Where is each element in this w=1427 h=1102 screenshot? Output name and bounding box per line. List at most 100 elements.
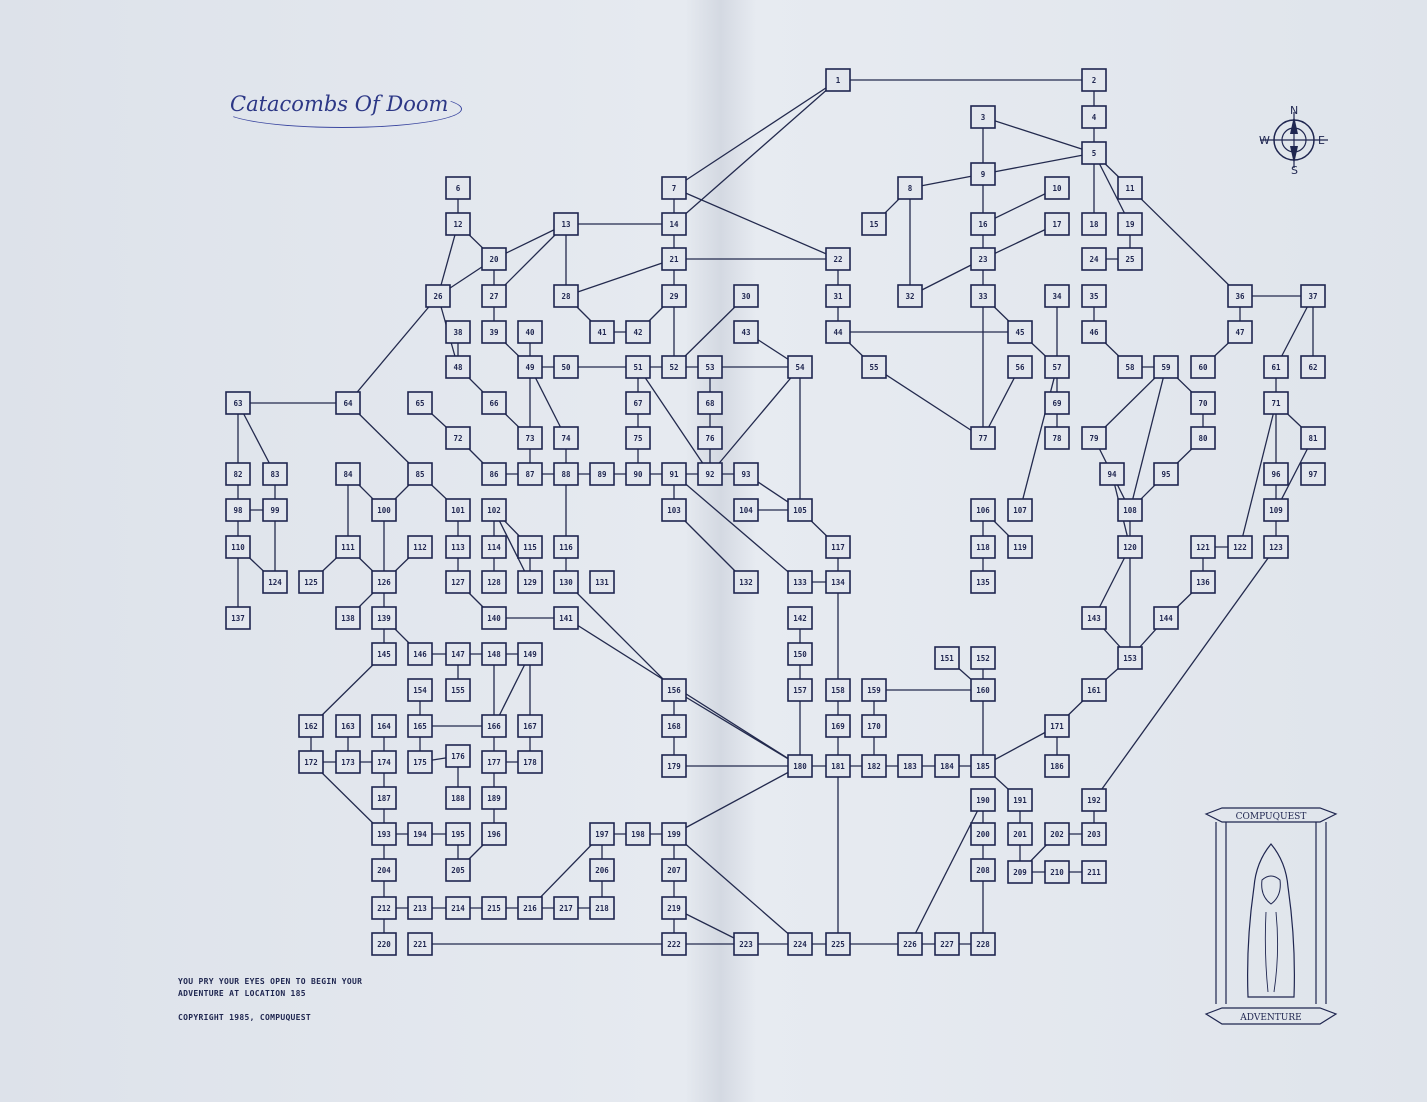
room-121: 121 (1190, 535, 1216, 559)
room-130: 130 (553, 570, 579, 594)
svg-text:74: 74 (561, 434, 571, 443)
svg-text:141: 141 (559, 614, 573, 623)
svg-text:153: 153 (1123, 654, 1137, 663)
room-70: 70 (1190, 391, 1216, 415)
passage-123-192 (1093, 546, 1277, 801)
room-95: 95 (1153, 462, 1179, 486)
svg-text:17: 17 (1052, 220, 1061, 229)
room-166: 166 (481, 714, 507, 738)
passage-13-27 (493, 223, 567, 297)
svg-text:179: 179 (667, 762, 681, 771)
svg-text:53: 53 (705, 363, 715, 372)
svg-text:60: 60 (1198, 363, 1208, 372)
room-89: 89 (589, 462, 615, 486)
svg-text:161: 161 (1087, 686, 1101, 695)
svg-text:66: 66 (489, 399, 499, 408)
passage-51-92 (637, 366, 711, 475)
svg-text:86: 86 (489, 470, 499, 479)
svg-text:97: 97 (1308, 470, 1317, 479)
svg-text:122: 122 (1233, 543, 1247, 552)
svg-text:50: 50 (561, 363, 571, 372)
svg-text:201: 201 (1013, 830, 1027, 839)
room-33: 33 (970, 284, 996, 308)
room-172: 172 (298, 750, 324, 774)
room-98: 98 (225, 498, 251, 522)
svg-text:52: 52 (669, 363, 678, 372)
room-204: 204 (371, 858, 397, 882)
passage-64-85 (347, 402, 421, 475)
passage-5-19 (1093, 152, 1131, 225)
svg-text:12: 12 (453, 220, 462, 229)
svg-text:64: 64 (343, 399, 353, 408)
room-41: 41 (589, 320, 615, 344)
copyright-text: COPYRIGHT 1985, COMPUQUEST (178, 1013, 312, 1022)
room-16: 16 (970, 212, 996, 236)
room-72: 72 (445, 426, 471, 450)
compass-rose-icon: N S E W (1259, 104, 1328, 176)
svg-text:220: 220 (377, 940, 391, 949)
room-208: 208 (970, 858, 996, 882)
room-68: 68 (697, 391, 723, 415)
room-126: 126 (371, 570, 397, 594)
room-63: 63 (225, 391, 251, 415)
room-30: 30 (733, 284, 759, 308)
room-200: 200 (970, 822, 996, 846)
svg-text:136: 136 (1196, 578, 1210, 587)
svg-text:189: 189 (487, 794, 501, 803)
room-220: 220 (371, 932, 397, 956)
intro-line-2: ADVENTURE AT LOCATION 185 (178, 989, 306, 998)
svg-text:132: 132 (739, 578, 753, 587)
room-75: 75 (625, 426, 651, 450)
room-102: 102 (481, 498, 507, 522)
svg-text:27: 27 (489, 292, 498, 301)
room-38: 38 (445, 320, 471, 344)
room-188: 188 (445, 786, 471, 810)
svg-text:223: 223 (739, 940, 753, 949)
room-108: 108 (1117, 498, 1143, 522)
room-23: 23 (970, 247, 996, 271)
svg-text:56: 56 (1015, 363, 1025, 372)
room-53: 53 (697, 355, 723, 379)
svg-text:95: 95 (1161, 470, 1170, 479)
room-167: 167 (517, 714, 543, 738)
svg-text:20: 20 (489, 255, 499, 264)
room-22: 22 (825, 247, 851, 271)
compuquest-emblem: COMPUQUEST ADVENTURE (1204, 807, 1338, 1025)
room-179: 179 (661, 754, 687, 778)
room-116: 116 (553, 535, 579, 559)
svg-text:209: 209 (1013, 868, 1027, 877)
svg-text:11: 11 (1125, 184, 1135, 193)
room-100: 100 (371, 498, 397, 522)
svg-text:37: 37 (1308, 292, 1317, 301)
room-101: 101 (445, 498, 471, 522)
svg-text:213: 213 (413, 904, 427, 913)
svg-text:193: 193 (377, 830, 391, 839)
room-150: 150 (787, 642, 813, 666)
svg-text:9: 9 (981, 170, 986, 179)
passage-56-77 (982, 366, 1021, 439)
room-120: 120 (1117, 535, 1143, 559)
svg-text:176: 176 (451, 752, 465, 761)
svg-text:124: 124 (268, 578, 282, 587)
room-6: 6 (445, 176, 471, 200)
room-194: 194 (407, 822, 433, 846)
svg-text:71: 71 (1271, 399, 1281, 408)
room-14: 14 (661, 212, 687, 236)
svg-text:217: 217 (559, 904, 573, 913)
svg-text:4: 4 (1092, 113, 1097, 122)
room-135: 135 (970, 570, 996, 594)
room-162: 162 (298, 714, 324, 738)
svg-text:116: 116 (559, 543, 573, 552)
compass-n: N (1290, 104, 1298, 117)
passage-180-199 (673, 765, 801, 835)
room-77: 77 (970, 426, 996, 450)
svg-text:100: 100 (377, 506, 391, 515)
passage-145-162 (310, 653, 385, 727)
svg-text:203: 203 (1087, 830, 1101, 839)
room-197: 197 (589, 822, 615, 846)
room-142: 142 (787, 606, 813, 630)
room-180: 180 (787, 754, 813, 778)
svg-text:96: 96 (1271, 470, 1281, 479)
room-173: 173 (335, 750, 361, 774)
svg-text:150: 150 (793, 650, 807, 659)
